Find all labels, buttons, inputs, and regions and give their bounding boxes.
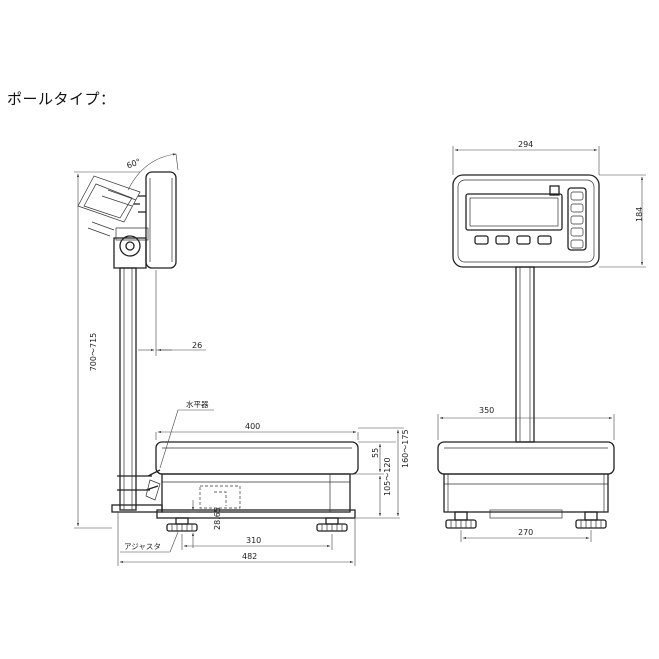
level-label: 水平器	[186, 399, 209, 409]
side-foot-right	[316, 517, 348, 532]
side-total-height-label: 700～715	[89, 333, 98, 372]
front-foot-left	[445, 511, 477, 529]
front-display	[452, 174, 600, 268]
front-key-row	[474, 235, 552, 245]
side-offset-label: 26	[192, 341, 202, 350]
front-view: 294 184 350 270	[437, 140, 646, 542]
front-display-width-label: 294	[518, 140, 533, 149]
side-frame-height-label: 105～120	[383, 457, 392, 496]
adjuster-label: アジャスタ	[124, 542, 161, 551]
front-key-column	[567, 187, 587, 251]
front-body	[443, 473, 609, 513]
front-foot-right	[575, 511, 607, 529]
side-display	[145, 171, 177, 269]
side-overall-height-label: 160～175	[401, 429, 410, 468]
side-foot-left	[166, 517, 198, 532]
front-platform	[437, 441, 615, 475]
front-pole	[515, 266, 535, 443]
side-display-tilted	[77, 175, 141, 223]
front-platform-width-label: 350	[479, 406, 494, 415]
side-platform-height-label: 55	[371, 448, 380, 458]
front-display-height-label: 184	[635, 207, 644, 222]
front-foot-span-label: 270	[518, 528, 533, 537]
page-heading: ポールタイプ：	[7, 90, 116, 108]
side-foot-span-label: 310	[246, 536, 261, 545]
side-pole-bracket	[111, 504, 163, 513]
side-hinge	[119, 235, 141, 257]
side-body	[161, 473, 351, 513]
front-display-window	[465, 193, 563, 231]
side-base	[156, 509, 356, 519]
side-pole	[119, 267, 137, 511]
side-platform	[155, 441, 359, 475]
side-adjuster-height-label: 28.65	[213, 507, 222, 530]
side-overall-depth-label: 482	[242, 552, 257, 561]
side-angle-label: 60°	[125, 157, 141, 170]
side-view: 60° 700～715 26 水平器 400 55 105～120 160～17…	[74, 153, 410, 566]
front-indicator-square	[549, 185, 560, 196]
side-platform-width-label: 400	[245, 422, 260, 431]
